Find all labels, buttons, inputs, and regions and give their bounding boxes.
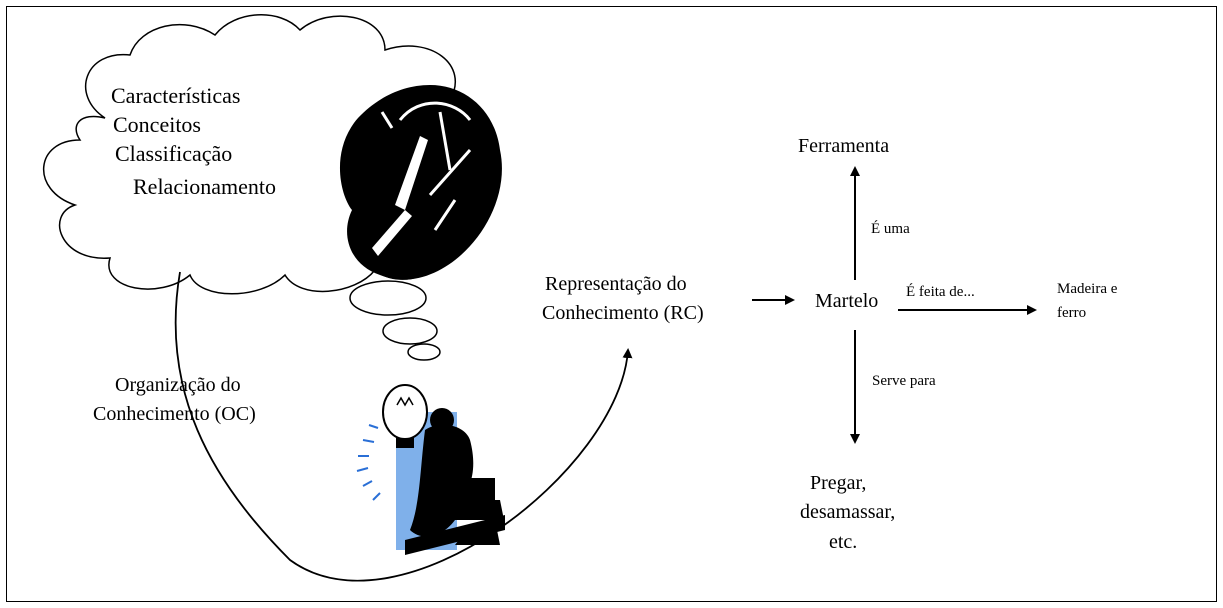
oc-label-line-1: Organização do (115, 374, 241, 396)
cloud-line-1: Características (111, 83, 241, 108)
edge-label-serve-para: Serve para (872, 373, 936, 389)
cloud-line-4: Relacionamento (133, 174, 276, 199)
oc-label-line-2: Conhecimento (OC) (93, 403, 256, 425)
node-madeira-line-1: Madeira e (1057, 281, 1118, 297)
thought-bubble-large (349, 280, 427, 316)
node-madeira-line-2: ferro (1057, 305, 1086, 321)
thought-bubble-medium (382, 317, 438, 345)
cloud-line-3: Classificação (115, 141, 232, 166)
rc-label-line-2: Conhecimento (RC) (542, 302, 704, 324)
edge-label-feita-de: É feita de... (906, 283, 975, 300)
thought-bubble-small (407, 343, 441, 361)
node-pregar-line-3: etc. (829, 531, 857, 553)
node-martelo: Martelo (815, 290, 878, 312)
rc-label-line-1: Representação do (545, 273, 687, 295)
oc-to-rc-arrow (174, 271, 633, 582)
node-pregar-line-2: desamassar, (800, 501, 895, 523)
node-pregar-line-1: Pregar, (810, 472, 866, 494)
node-ferramenta: Ferramenta (798, 135, 889, 157)
edge-label-e-uma: É uma (871, 220, 910, 237)
hammer-nails-icon (339, 85, 502, 280)
businessman-lightbulb-icon (356, 384, 505, 555)
cloud-line-2: Conceitos (113, 112, 201, 137)
